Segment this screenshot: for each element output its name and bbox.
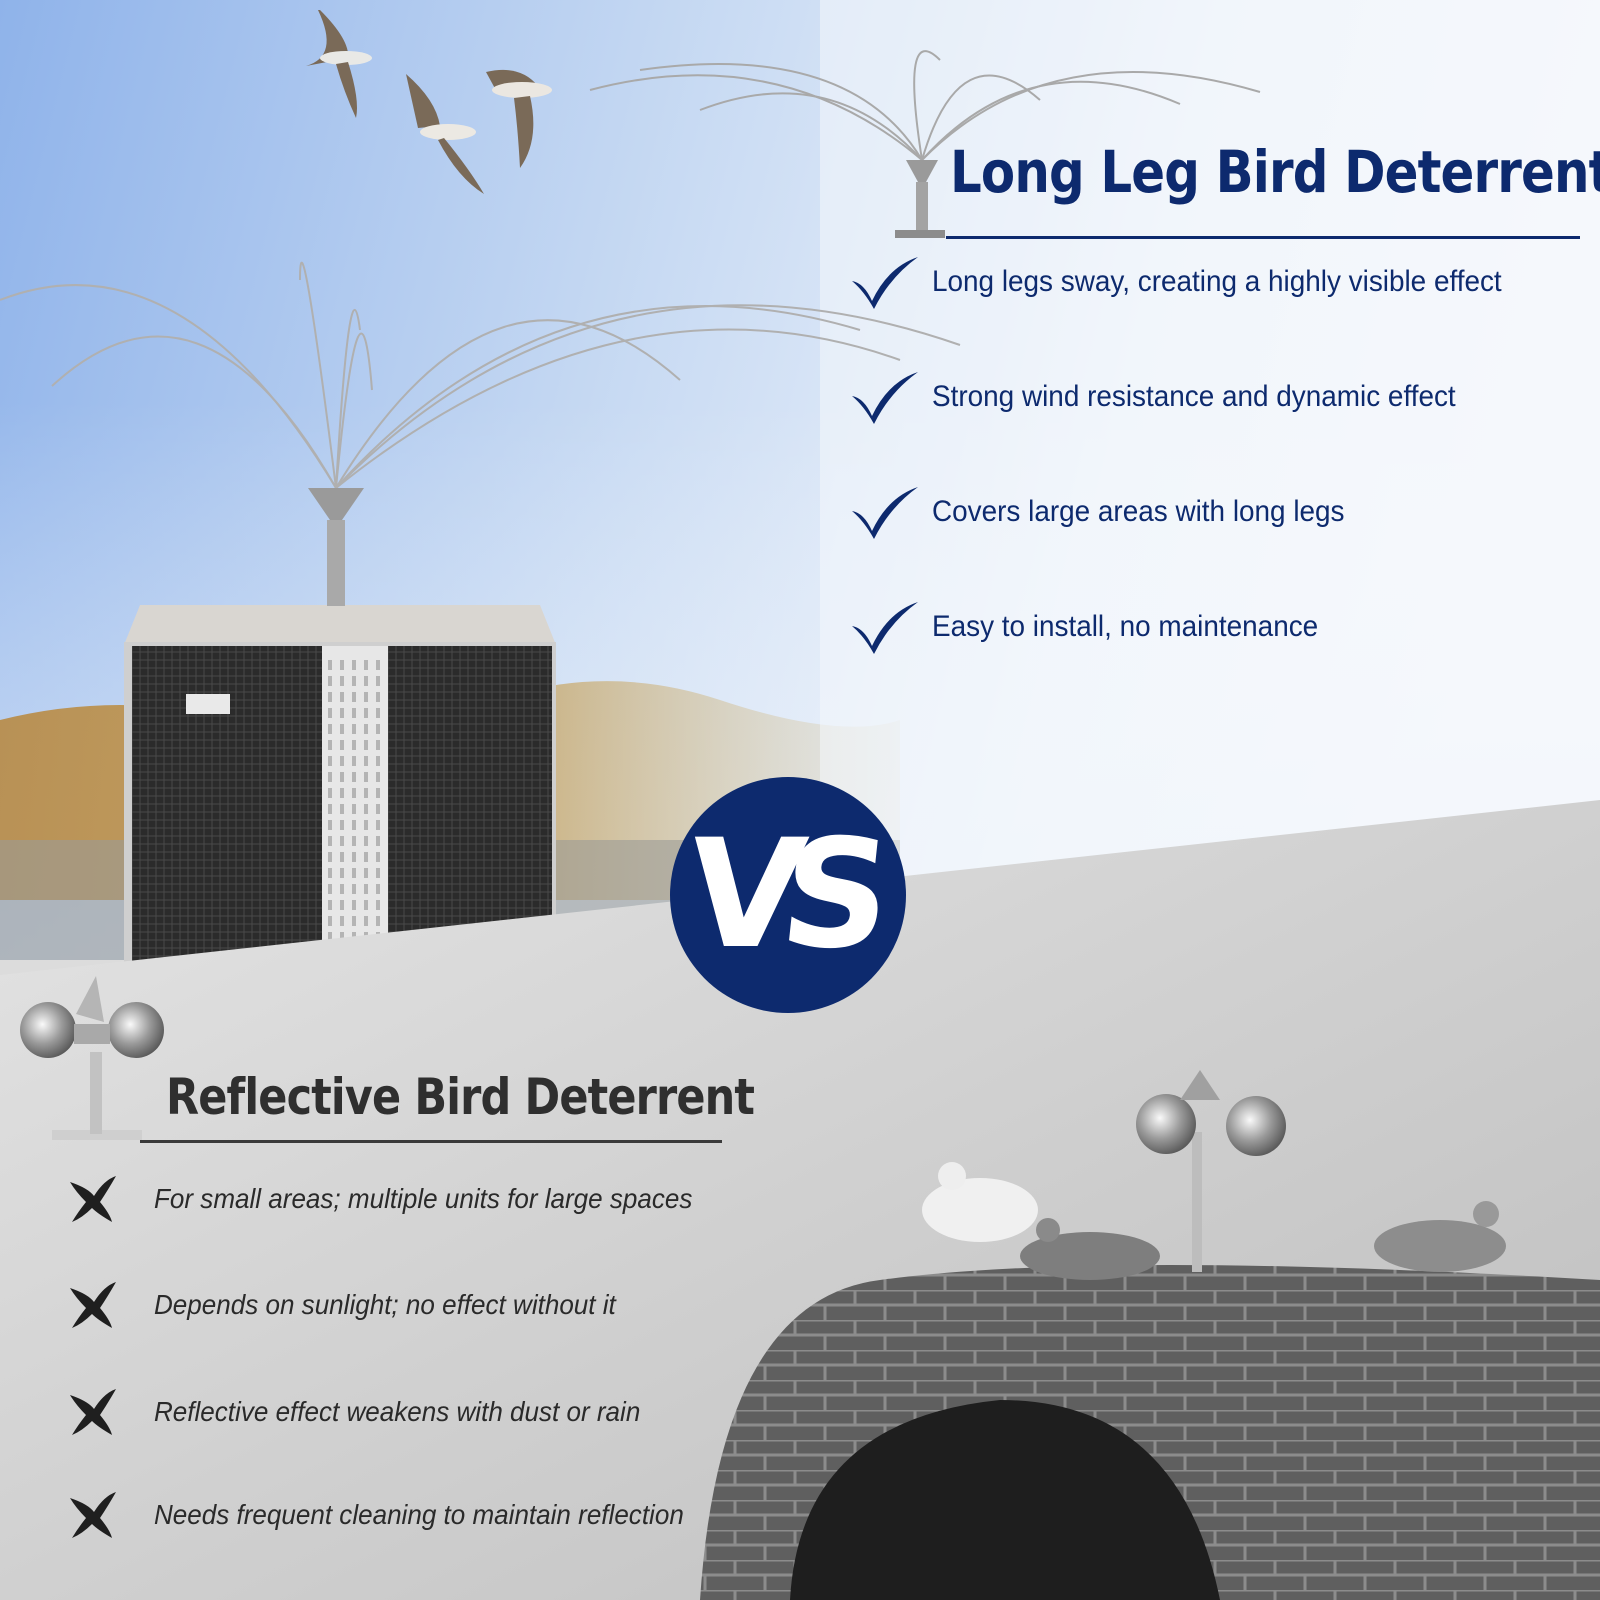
long-leg-title: Long Leg Bird Deterrent — [950, 138, 1600, 206]
pro-feature-1: Long legs sway, creating a highly visibl… — [850, 253, 1545, 311]
checkmark-icon — [852, 372, 918, 424]
con-feature-label: For small areas; multiple units for larg… — [154, 1183, 693, 1214]
con-feature-4: Needs frequent cleaning to maintain refl… — [68, 1490, 724, 1540]
con-feature-2: Depends on sunlight; no effect without i… — [68, 1280, 651, 1330]
checkmark-icon — [852, 602, 918, 654]
checkmark-icon — [852, 487, 918, 539]
con-feature-label: Reflective effect weakens with dust or r… — [154, 1396, 641, 1427]
con-feature-1: For small areas; multiple units for larg… — [68, 1174, 733, 1224]
reflective-title: Reflective Bird Deterrent — [166, 1068, 755, 1126]
con-feature-label: Needs frequent cleaning to maintain refl… — [154, 1499, 684, 1530]
con-feature-3: Reflective effect weakens with dust or r… — [68, 1387, 677, 1437]
pro-feature-2: Strong wind resistance and dynamic effec… — [850, 368, 1495, 426]
con-feature-label: Depends on sunlight; no effect without i… — [154, 1289, 616, 1320]
pro-feature-3: Covers large areas with long legs — [850, 483, 1376, 541]
vs-badge: VS — [670, 777, 906, 1013]
long-leg-title-rule — [946, 236, 1580, 239]
pro-feature-label: Strong wind resistance and dynamic effec… — [932, 380, 1456, 413]
vs-badge-text: VS — [678, 808, 878, 982]
cross-icon — [70, 1492, 116, 1538]
pro-feature-4: Easy to install, no maintenance — [850, 598, 1347, 656]
pro-feature-label: Easy to install, no maintenance — [932, 610, 1319, 643]
reflective-title-rule — [140, 1140, 722, 1143]
checkmark-icon — [852, 257, 918, 309]
cross-icon — [70, 1282, 116, 1328]
cross-icon — [70, 1389, 116, 1435]
cross-icon — [70, 1176, 116, 1222]
pro-feature-label: Long legs sway, creating a highly visibl… — [932, 265, 1502, 298]
pro-feature-label: Covers large areas with long legs — [932, 495, 1345, 528]
